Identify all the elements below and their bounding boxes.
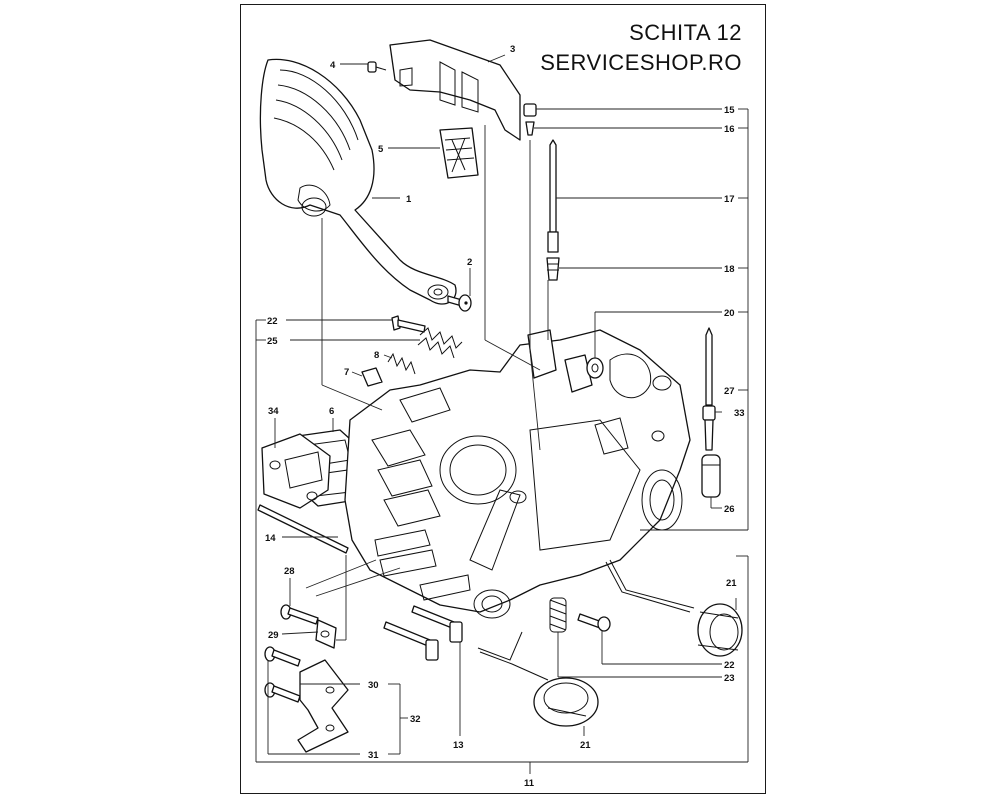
screw-part-28 xyxy=(280,604,319,625)
spring-part-8 xyxy=(387,352,416,375)
callout-23: 23 xyxy=(724,673,735,684)
callout-31: 31 xyxy=(368,750,379,761)
callout-32: 32 xyxy=(410,714,421,725)
callout-8: 8 xyxy=(374,350,379,361)
callout-22-upper: 22 xyxy=(267,316,278,327)
callout-11: 11 xyxy=(524,778,535,789)
callout-13: 13 xyxy=(453,740,464,751)
block-part-29 xyxy=(315,619,337,649)
fitting-part-18 xyxy=(546,257,560,281)
callout-5: 5 xyxy=(378,144,384,155)
callout-25: 25 xyxy=(267,336,278,347)
crankcase-part-11 xyxy=(344,329,691,619)
bracket-part-32 xyxy=(297,659,349,753)
callout-16: 16 xyxy=(724,124,735,135)
gasket-part-34 xyxy=(261,433,331,509)
fitting-part-33 xyxy=(702,405,716,451)
cap-part-15 xyxy=(523,103,537,117)
callout-3: 3 xyxy=(510,44,515,55)
tank-cap-part-21-bottom xyxy=(477,631,599,727)
callout-33: 33 xyxy=(734,408,745,419)
callout-14: 14 xyxy=(265,533,276,544)
spring-part-25 xyxy=(417,327,463,359)
screw-part-31 xyxy=(264,682,301,703)
callout-20: 20 xyxy=(724,308,735,319)
callout-21-right: 21 xyxy=(726,578,737,589)
callout-7: 7 xyxy=(344,367,349,378)
pickup-rod-part-27 xyxy=(705,327,713,406)
bushing-part-20 xyxy=(586,357,604,379)
callout-4: 4 xyxy=(330,60,336,71)
pad-part-5 xyxy=(439,127,479,179)
screw-part-16 xyxy=(525,121,535,136)
screw-part-22-lower xyxy=(577,613,611,632)
block-part-7 xyxy=(361,367,383,387)
callout-30: 30 xyxy=(368,680,379,691)
sheet-title: SCHITA 12 xyxy=(629,20,742,45)
screw-part-30 xyxy=(264,646,301,667)
callout-27: 27 xyxy=(724,386,735,397)
callout-15: 15 xyxy=(724,105,735,116)
rod-part-17 xyxy=(547,139,559,253)
rod-part-14 xyxy=(257,504,349,554)
bolt-part-13-b xyxy=(411,605,463,643)
screw-part-2 xyxy=(447,294,472,312)
callout-2: 2 xyxy=(467,257,472,268)
site-name: SERVICESHOP.RO xyxy=(540,50,742,75)
hand-guard-part xyxy=(259,58,457,305)
callout-34: 34 xyxy=(268,406,279,417)
cover-plate-part-3 xyxy=(389,39,521,141)
callout-1: 1 xyxy=(406,194,412,205)
callout-26: 26 xyxy=(724,504,735,515)
spring-part-23 xyxy=(549,597,567,633)
callout-28: 28 xyxy=(284,566,295,577)
screw-part-22-upper xyxy=(391,315,426,333)
callout-labels: 1 2 3 4 5 6 7 8 11 13 14 15 16 17 18 20 … xyxy=(265,44,745,789)
callout-21-bottom: 21 xyxy=(580,740,591,751)
screw-part-4 xyxy=(367,61,387,73)
callout-17: 17 xyxy=(724,194,735,205)
leader-lines xyxy=(255,54,749,774)
callout-6: 6 xyxy=(329,406,334,417)
bolt-part-13-a xyxy=(383,621,439,661)
callout-18: 18 xyxy=(724,264,735,275)
tank-cap-part-21-right xyxy=(605,559,743,657)
filter-part-26 xyxy=(701,454,721,498)
callout-29: 29 xyxy=(268,630,279,641)
callout-22-lower: 22 xyxy=(724,660,735,671)
